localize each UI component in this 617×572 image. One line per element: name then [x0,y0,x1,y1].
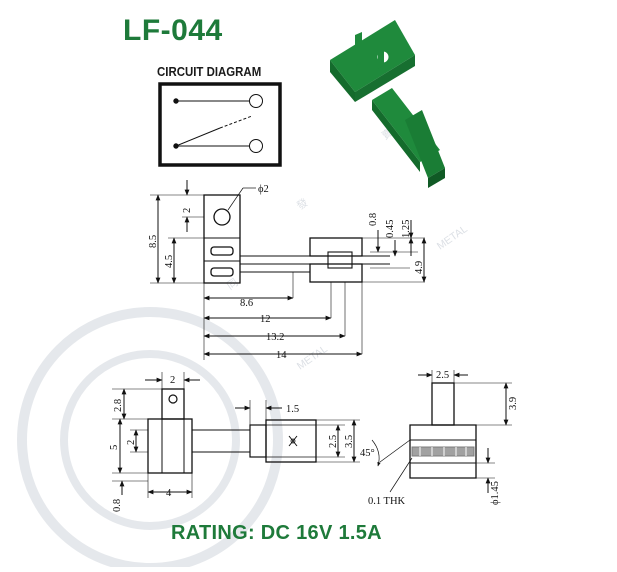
dim-3-5: 3.5 [344,435,355,448]
circuit-diagram [158,82,282,167]
dim-0-45: 0.45 [385,220,396,238]
dim-1-5: 1.5 [286,404,299,415]
bottom-left-view [112,372,360,498]
dim-2-5-right: 2.5 [436,370,449,381]
rating-text: RATING: DC 16V 1.5A [171,522,382,544]
part-render [330,20,445,188]
dim-phi1-45: ϕ1.45 [490,481,501,505]
watermark-char-1: 同 [225,277,240,293]
dim-2-top: 2 [182,208,193,213]
dim-12: 12 [260,314,271,325]
dim-phi2: ϕ2 [258,184,269,195]
dim-0-8-bottom: 0.8 [112,499,123,512]
watermark-char-2: 發 [294,195,310,212]
circuit-diagram-label: CIRCUIT DIAGRAM [157,64,262,79]
dim-3-9: 3.9 [508,397,519,410]
dim-14: 14 [276,350,287,361]
dim-2-left: 2 [126,440,137,445]
watermark-metal-2: METAL [435,223,470,253]
top-view-labels: ϕ2 2 8.5 4.5 0.8 0.45 1.25 4.9 8.6 12 13… [148,184,425,361]
dim-2-8: 2.8 [113,399,124,412]
bottom-left-labels: 2 2.8 5 2 0.8 4 1.5 2.5 3.5 [109,375,355,512]
dim-4-9: 4.9 [414,261,425,274]
model-title: LF-044 [123,14,223,47]
dim-thk: 0.1 THK [368,496,406,507]
watermark-metal-1: METAL [295,343,330,373]
dim-2-bottom: 2 [170,375,175,386]
dim-4: 4 [166,488,172,499]
dim-2-5-mid: 2.5 [328,435,339,448]
dim-1-25: 1.25 [401,220,412,238]
dim-8-6: 8.6 [240,298,253,309]
top-view [150,180,427,360]
dim-13-2: 13.2 [266,332,284,343]
dim-8-5: 8.5 [148,235,159,248]
dim-0-8-top: 0.8 [368,213,379,226]
dim-45-deg: 45° [360,448,375,459]
bottom-right-view [371,370,512,493]
bottom-right-labels: 2.5 3.9 45° 0.1 THK ϕ1.45 [360,370,519,507]
dim-5: 5 [109,445,120,450]
dim-4-5: 4.5 [164,255,175,268]
